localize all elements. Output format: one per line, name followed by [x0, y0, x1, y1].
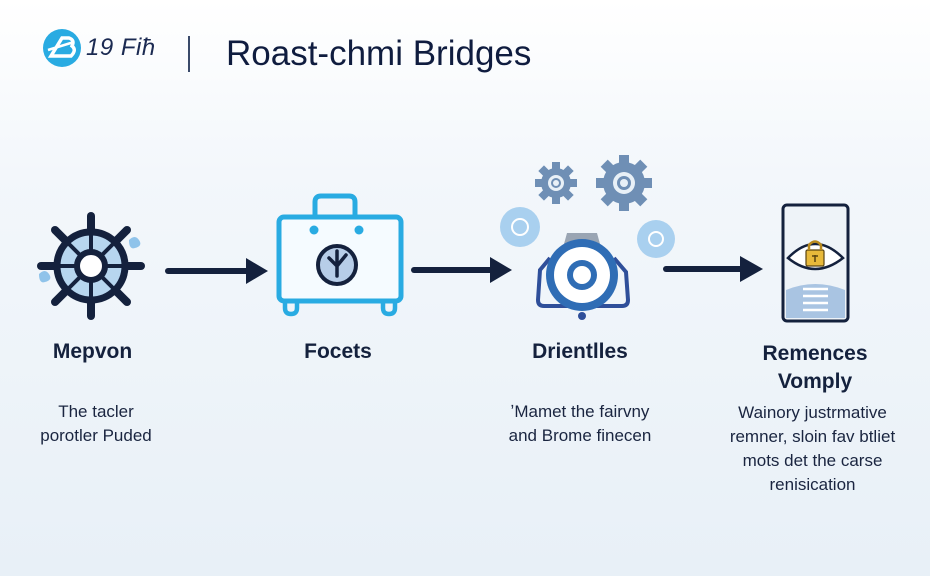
- step-4-description-line: remner, sloin fav btliet: [729, 427, 896, 446]
- step-3-description-line: ʼMamet the fairvny: [510, 402, 650, 421]
- header-divider: [188, 36, 190, 72]
- gears-dial-icon: [500, 155, 675, 320]
- step-3-description-line: and Brome finecen: [508, 426, 652, 445]
- step-1-description-line: porotler Puded: [40, 426, 152, 445]
- step-2-title: Focets: [304, 340, 372, 363]
- gear-icon: [535, 162, 577, 204]
- step-1-description: The tacler porotler Puded: [20, 400, 172, 448]
- step-4-description-line: mots det the carse: [742, 451, 883, 470]
- brand-logo-icon: [43, 29, 81, 67]
- step-4-title-line: Vomply: [777, 370, 853, 393]
- step-4-title: Remences Vomply: [730, 340, 900, 396]
- header: 19 Fiħ Roast-chmi Bridges: [0, 0, 930, 110]
- secure-document-lock-icon: [781, 203, 850, 323]
- gear-icon: [637, 220, 675, 258]
- arrow-right-icon: [165, 258, 268, 284]
- page-title: Roast-chmi Bridges: [226, 34, 532, 73]
- step-4-description-line: Wainory justrmative: [738, 403, 887, 422]
- gear-icon: [500, 207, 540, 247]
- step-3-title: Drientlles: [532, 340, 628, 363]
- gear-icon: [596, 155, 652, 211]
- brand-name: 19 Fiħ: [86, 34, 156, 61]
- step-1-description-line: The tacler: [58, 402, 134, 421]
- arrow-right-icon: [663, 256, 763, 282]
- ship-wheel-icon: [37, 212, 145, 320]
- step-4-title-line: Remences: [762, 342, 868, 365]
- step-1-title: Mepvon: [52, 340, 133, 363]
- step-4-description-line: renisication: [769, 475, 856, 494]
- step-4-description: Wainory justrmative remner, sloin fav bt…: [705, 401, 920, 497]
- step-3-description: ʼMamet the fairvny and Brome finecen: [480, 400, 680, 448]
- arrow-right-icon: [411, 257, 512, 283]
- briefcase-clock-icon: [276, 193, 404, 317]
